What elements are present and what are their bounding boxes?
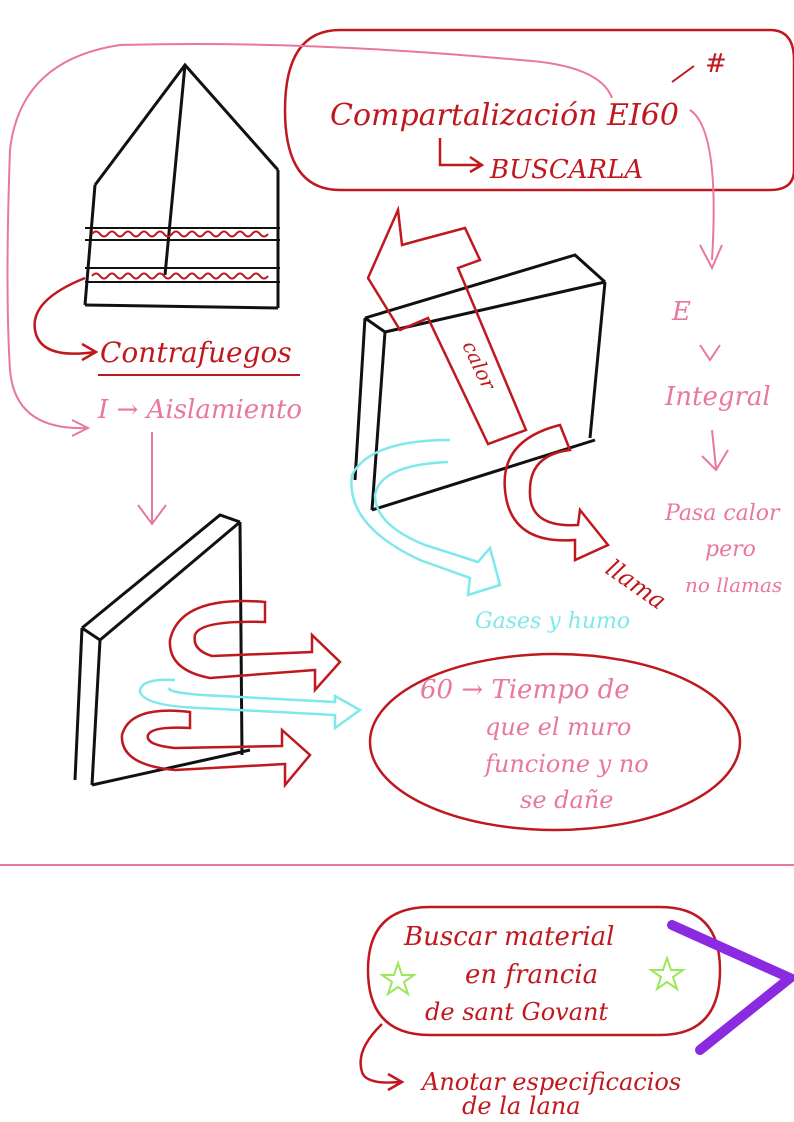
insulation-zigzag-1 <box>91 230 269 238</box>
llama-arrow <box>503 423 610 562</box>
chain-e: E <box>671 297 691 327</box>
lower-gases-arrow <box>138 678 363 731</box>
chain-arrow-2 <box>701 429 729 472</box>
llama-label: llama <box>601 554 672 615</box>
chain-pasa-1: Pasa calor <box>664 501 781 526</box>
title-arrow-icon <box>438 138 485 174</box>
pink-connector <box>6 43 613 430</box>
bottom-line3: de sant Govant <box>425 998 608 1026</box>
bottom-box <box>366 905 722 1037</box>
title-hash: # <box>705 49 727 79</box>
hash-line <box>671 65 695 83</box>
lower-wall <box>73 513 251 787</box>
insulation-zigzag-2 <box>91 272 269 280</box>
bottom-hook-arrow <box>359 1023 405 1092</box>
pink-arrow-icon <box>71 419 91 437</box>
down-arrow-icon <box>137 432 167 526</box>
title-line2: BUSCARLA <box>489 155 643 185</box>
lower-c-arrow-1 <box>168 599 342 694</box>
gases-arrow <box>350 438 502 597</box>
chain-connector <box>689 109 723 271</box>
bottom-note-line2: de la lana <box>462 1092 581 1120</box>
chain-integral: Integral <box>664 382 771 412</box>
contrafuegos-label: Contrafuegos <box>100 336 292 369</box>
contrafuegos-arrow-icon <box>33 276 99 362</box>
purple-arrow-icon <box>667 920 794 1055</box>
ellipse-line4: se dañe <box>520 786 613 814</box>
star-icon <box>378 959 418 997</box>
title-line1: Compartalización EI60 <box>330 98 679 133</box>
chain-arrow-1 <box>699 344 721 362</box>
chain-pasa-3: no llamas <box>685 573 782 597</box>
ellipse-line3: funcione y no <box>483 750 649 778</box>
bottom-note-line1: Anotar especificacios <box>420 1068 681 1096</box>
chain-pasa-2: pero <box>705 537 756 562</box>
calor-arrow <box>366 205 528 446</box>
title-box <box>283 28 794 192</box>
calor-label: calor <box>457 337 501 395</box>
lower-c-arrow-2 <box>120 709 312 789</box>
ellipse-note <box>368 652 742 832</box>
bottom-line1: Buscar material <box>403 922 615 952</box>
star-icon <box>647 954 687 992</box>
bottom-line2: en francia <box>465 960 598 990</box>
gases-label: Gases y humo <box>475 609 630 634</box>
house-sketch <box>83 62 280 310</box>
ellipse-line2: que el muro <box>485 713 631 741</box>
ellipse-line1: 60 → Tiempo de <box>420 675 630 705</box>
aislamiento-label: I → Aislamiento <box>97 395 302 425</box>
